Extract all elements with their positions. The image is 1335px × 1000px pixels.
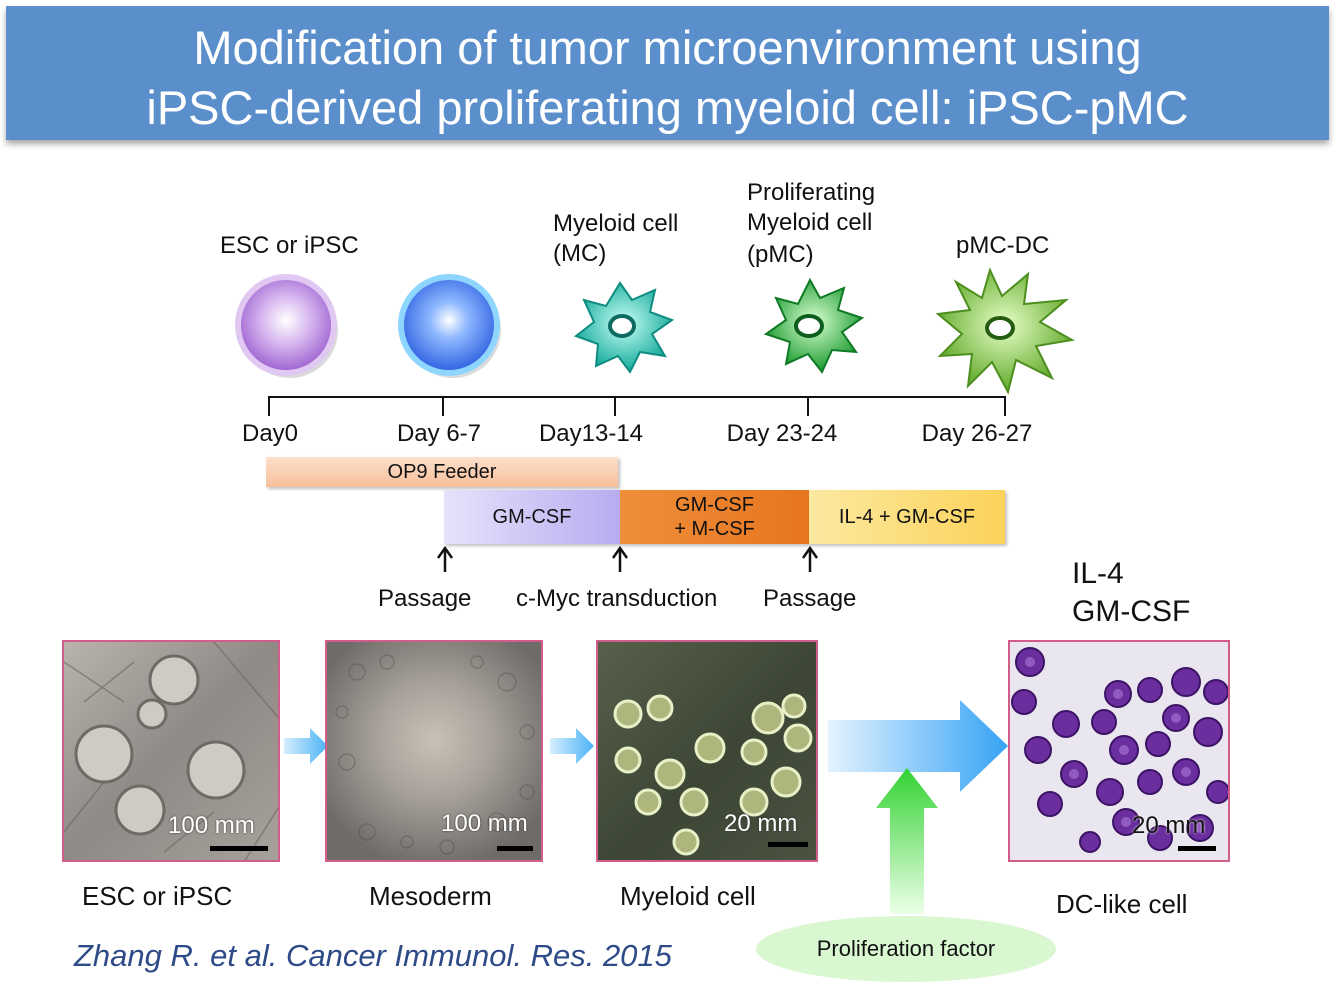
caption-mesoderm: Mesoderm xyxy=(369,880,492,912)
scale-label-1: 100 mm xyxy=(168,812,255,840)
il4-gmcsf-bar: IL-4 + GM-CSF xyxy=(809,490,1005,544)
flow-arrow-1 xyxy=(284,728,328,764)
esc-cell-icon xyxy=(238,277,338,378)
day-label-0: Day0 xyxy=(242,419,298,449)
op9-feeder-bar: OP9 Feeder xyxy=(266,457,618,487)
mesoderm-cell-icon xyxy=(401,277,501,378)
day-label-2: Day13-14 xyxy=(539,419,643,449)
gm-m-csf-line2: + M-CSF xyxy=(674,517,755,541)
scale-label-3: 20 mm xyxy=(724,810,797,838)
cmyc-label: c-Myc transduction xyxy=(516,584,717,614)
pmc-dc-cell-icon xyxy=(938,270,1072,392)
day-label-3: Day 23-24 xyxy=(727,419,838,449)
gmcsf-bar: GM-CSF xyxy=(444,490,620,544)
gm-m-csf-line1: GM-CSF xyxy=(675,493,754,517)
myeloid-cell-icon xyxy=(576,283,672,372)
gm-m-csf-bar: GM-CSF + M-CSF xyxy=(620,490,809,544)
il4-label-line1: IL-4 xyxy=(1072,558,1124,590)
scale-bar-2 xyxy=(497,846,533,851)
passage-arrow-1 xyxy=(438,548,452,572)
proliferation-arrow xyxy=(876,768,938,914)
proliferating-myeloid-cell-icon xyxy=(766,280,862,372)
passage-label-2: Passage xyxy=(763,584,856,614)
il4-label-line2: GM-CSF xyxy=(1072,596,1190,628)
flow-arrow-2 xyxy=(550,728,594,764)
caption-dc-like: DC-like cell xyxy=(1056,888,1187,920)
scale-bar-4 xyxy=(1178,846,1216,851)
day-label-4: Day 26-27 xyxy=(922,419,1033,449)
proliferation-factor-label: Proliferation factor xyxy=(756,934,1056,964)
passage-label-1: Passage xyxy=(378,584,471,614)
passage-arrow-2 xyxy=(803,548,817,572)
caption-myeloid: Myeloid cell xyxy=(620,880,756,912)
scale-label-2: 100 mm xyxy=(441,810,528,838)
large-flow-arrow xyxy=(828,700,1008,792)
day-label-1: Day 6-7 xyxy=(397,419,481,449)
timeline-axis xyxy=(268,397,1006,416)
scale-label-4: 20 mm xyxy=(1132,812,1205,840)
cmyc-arrow xyxy=(613,548,627,572)
scale-bar-1 xyxy=(210,846,268,851)
caption-esc: ESC or iPSC xyxy=(82,880,232,912)
citation: Zhang R. et al. Cancer Immunol. Res. 201… xyxy=(74,940,672,972)
scale-bar-3 xyxy=(768,842,808,847)
